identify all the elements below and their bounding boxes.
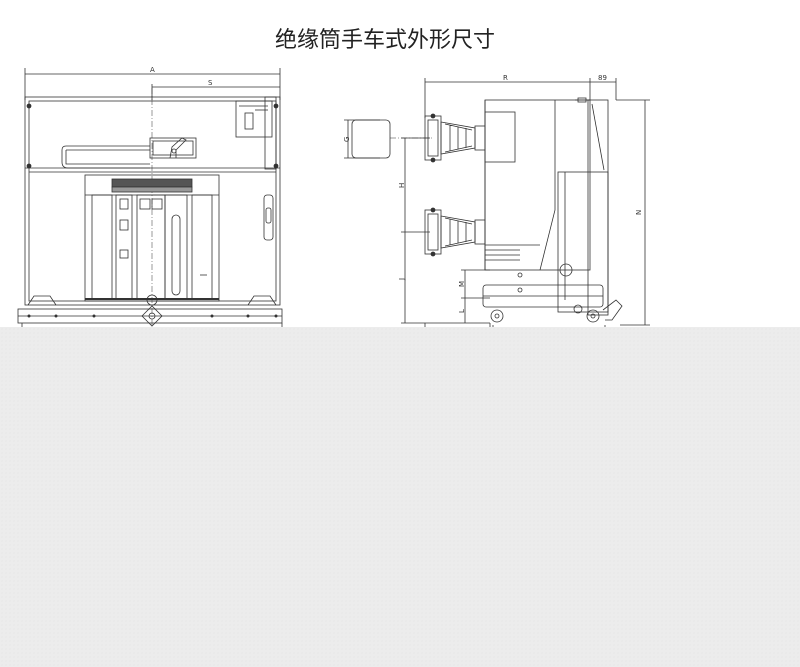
lower-insulator	[424, 207, 486, 257]
front-wheel	[490, 309, 504, 323]
dim-label-j: J	[398, 278, 406, 281]
dimension-m: M	[458, 269, 490, 299]
side-view: R 89 N G H	[343, 74, 650, 338]
rear-wheel	[586, 309, 600, 323]
dim-label-r: R	[503, 74, 508, 82]
technical-drawing: A S	[17, 66, 650, 338]
rear-panel	[587, 99, 609, 316]
breaker-panel	[84, 174, 220, 302]
dim-label-a: A	[150, 66, 155, 74]
dimension-n: N	[616, 99, 650, 326]
dim-label-s: S	[208, 79, 213, 87]
dimension-89: 89	[590, 74, 617, 100]
dim-label-h: H	[398, 183, 406, 188]
handle-bar	[61, 145, 150, 169]
nameplate	[235, 100, 273, 138]
side-body	[484, 99, 591, 271]
dim-label-m: M	[458, 281, 466, 287]
dim-label-89: 89	[598, 74, 607, 82]
dim-label-n: N	[635, 210, 643, 215]
dimension-r: R	[424, 74, 591, 118]
front-view: A S	[17, 66, 283, 335]
upper-insulator	[424, 113, 486, 163]
dimension-a: A	[24, 66, 281, 100]
front-frame	[24, 96, 281, 306]
dimension-l: L	[458, 298, 466, 323]
dimension-g: G	[343, 119, 380, 159]
dim-label-g: G	[343, 137, 351, 142]
contact-box	[351, 119, 391, 159]
dim-label-l: L	[458, 309, 466, 313]
empty-background-area	[0, 327, 800, 667]
dimension-j: J	[398, 231, 490, 324]
page-title: 绝缘筒手车式外形尺寸	[274, 28, 495, 53]
